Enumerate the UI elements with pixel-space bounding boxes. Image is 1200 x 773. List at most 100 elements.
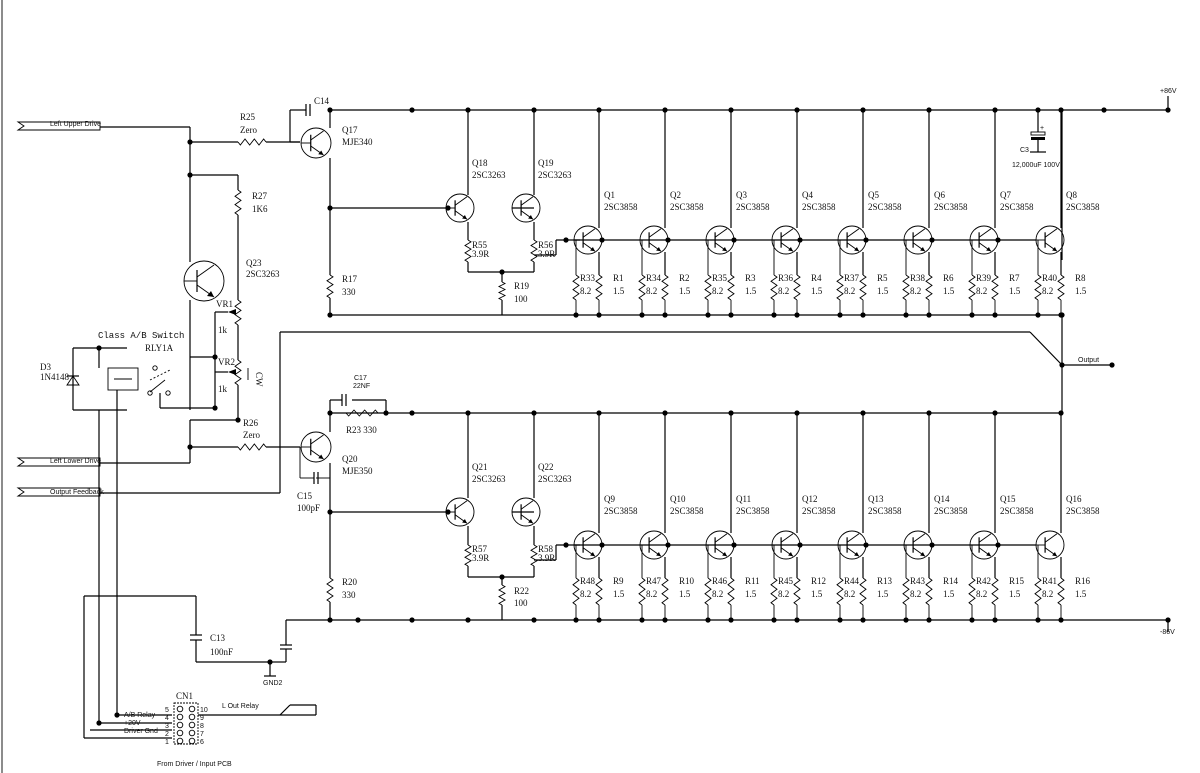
- upper-q-part: 2SC3858: [1000, 202, 1034, 212]
- r57-resistor: [464, 544, 472, 567]
- junction-dot: [96, 345, 102, 351]
- upper-re-ref: R40: [1042, 273, 1058, 283]
- upper-base-resistor: [902, 274, 910, 301]
- transistor-arrow: [920, 247, 925, 252]
- lower-base-resistor: [638, 577, 646, 606]
- upper-r-value: 1.5: [745, 286, 757, 296]
- transistor-collector: [582, 533, 596, 543]
- r20-ref: R20: [342, 577, 358, 587]
- transistor-arrow: [1052, 552, 1057, 557]
- port-flags: [16, 121, 101, 497]
- lower-re-ref: R47: [646, 576, 662, 586]
- lower-r-value: 1.5: [877, 589, 889, 599]
- lower-emitter-resistor: [859, 577, 867, 606]
- q17-ref: Q17: [342, 125, 358, 135]
- r57-value: 3.9R: [472, 553, 489, 563]
- lower-q-part: 2SC3858: [736, 506, 770, 516]
- junction-dot: [1035, 312, 1041, 318]
- transistor-collector: [912, 228, 926, 238]
- junction-dot: [728, 410, 734, 416]
- lower-q-part: 2SC3858: [802, 506, 836, 516]
- junction-dot: [327, 617, 333, 623]
- junction-dot: [705, 617, 711, 623]
- transistor-arrow: [986, 247, 991, 252]
- r20-value: 330: [342, 590, 356, 600]
- junction-dot: [992, 617, 998, 623]
- q20-ref: Q20: [342, 454, 358, 464]
- r58-resistor: [530, 544, 538, 567]
- cn1-pin-right-number: 9: [200, 715, 204, 722]
- lower-r-value: 1.5: [679, 589, 691, 599]
- upper-r-ref: R3: [745, 273, 756, 283]
- transistor-collector: [454, 196, 468, 206]
- lower-r-ref: R14: [943, 576, 959, 586]
- lower-re-value: 8.2: [844, 589, 855, 599]
- lower-r-value: 1.5: [745, 589, 757, 599]
- relay-terminal: [165, 390, 171, 396]
- upper-r-value: 1.5: [679, 286, 691, 296]
- transistor-arrow: [722, 552, 727, 557]
- r27-ref: R27: [252, 191, 268, 201]
- lower-q-part: 2SC3858: [1066, 506, 1100, 516]
- lower-r-ref: R11: [745, 576, 760, 586]
- junction-dot: [327, 509, 333, 515]
- rly1a-label: RLY1A: [145, 343, 174, 353]
- upper-r-ref: R7: [1009, 273, 1020, 283]
- vr1-wiper: [228, 309, 236, 315]
- junction-dot: [926, 617, 932, 623]
- junction-dot: [794, 617, 800, 623]
- junction-dot: [903, 312, 909, 318]
- junction-dot: [596, 617, 602, 623]
- upper-q-part: 2SC3858: [934, 202, 968, 212]
- lower-q-ref: Q11: [736, 494, 751, 504]
- transistor-collector: [520, 500, 534, 510]
- transistor-arrow: [788, 247, 793, 252]
- transistor-collector: [846, 533, 860, 543]
- vr2-wiper: [228, 369, 236, 375]
- junction-dot: [409, 410, 415, 416]
- transistor-arrow: [1052, 247, 1057, 252]
- c17-ref: C17: [354, 375, 367, 382]
- junction-dot: [794, 410, 800, 416]
- transistor-collector: [648, 228, 662, 238]
- c3-capacitor: [1031, 137, 1045, 140]
- transistor-arrow: [318, 454, 324, 459]
- r19-value: 100: [514, 294, 528, 304]
- r27-value: 1K6: [252, 204, 268, 214]
- cn1-pin-right-number: 7: [200, 731, 204, 738]
- upper-base-resistor: [770, 274, 778, 301]
- upper-base-resistor: [638, 274, 646, 301]
- cn1-pin-left-number: 3: [165, 723, 169, 730]
- junction-dot: [531, 410, 537, 416]
- c14-label: C14: [314, 96, 330, 106]
- upper-r-value: 1.5: [1009, 286, 1021, 296]
- lower-re-ref: R41: [1042, 576, 1057, 586]
- lower-re-ref: R46: [712, 576, 728, 586]
- junction-dot: [114, 712, 120, 718]
- r22-resistor: [498, 584, 506, 606]
- r55-value: 3.9R: [472, 249, 489, 259]
- q17-part: MJE340: [342, 137, 373, 147]
- q22-part: 2SC3263: [538, 474, 572, 484]
- upper-q-ref: Q8: [1066, 190, 1077, 200]
- lower-base-resistor: [1034, 577, 1042, 606]
- cn1-20v: +20V: [124, 720, 141, 727]
- junction-dot: [860, 312, 866, 318]
- lower-re-ref: R48: [580, 576, 596, 586]
- r26-value: Zero: [243, 430, 260, 440]
- upper-re-value: 8.2: [844, 286, 855, 296]
- r19-ref: R19: [514, 281, 530, 291]
- junction-dot: [860, 410, 866, 416]
- q19-ref: Q19: [538, 158, 554, 168]
- rail-minus-86v: -86V: [1160, 629, 1175, 636]
- junction-dot: [531, 617, 537, 623]
- port-output-feedback: Output Feedback: [50, 489, 104, 496]
- q18-ref: Q18: [472, 158, 488, 168]
- lower-q-ref: Q15: [1000, 494, 1016, 504]
- c3-ref: C3: [1020, 147, 1029, 154]
- cn1-pin-left-number: 2: [165, 731, 169, 738]
- junction-dot: [1058, 617, 1064, 623]
- junction-dot: [327, 205, 333, 211]
